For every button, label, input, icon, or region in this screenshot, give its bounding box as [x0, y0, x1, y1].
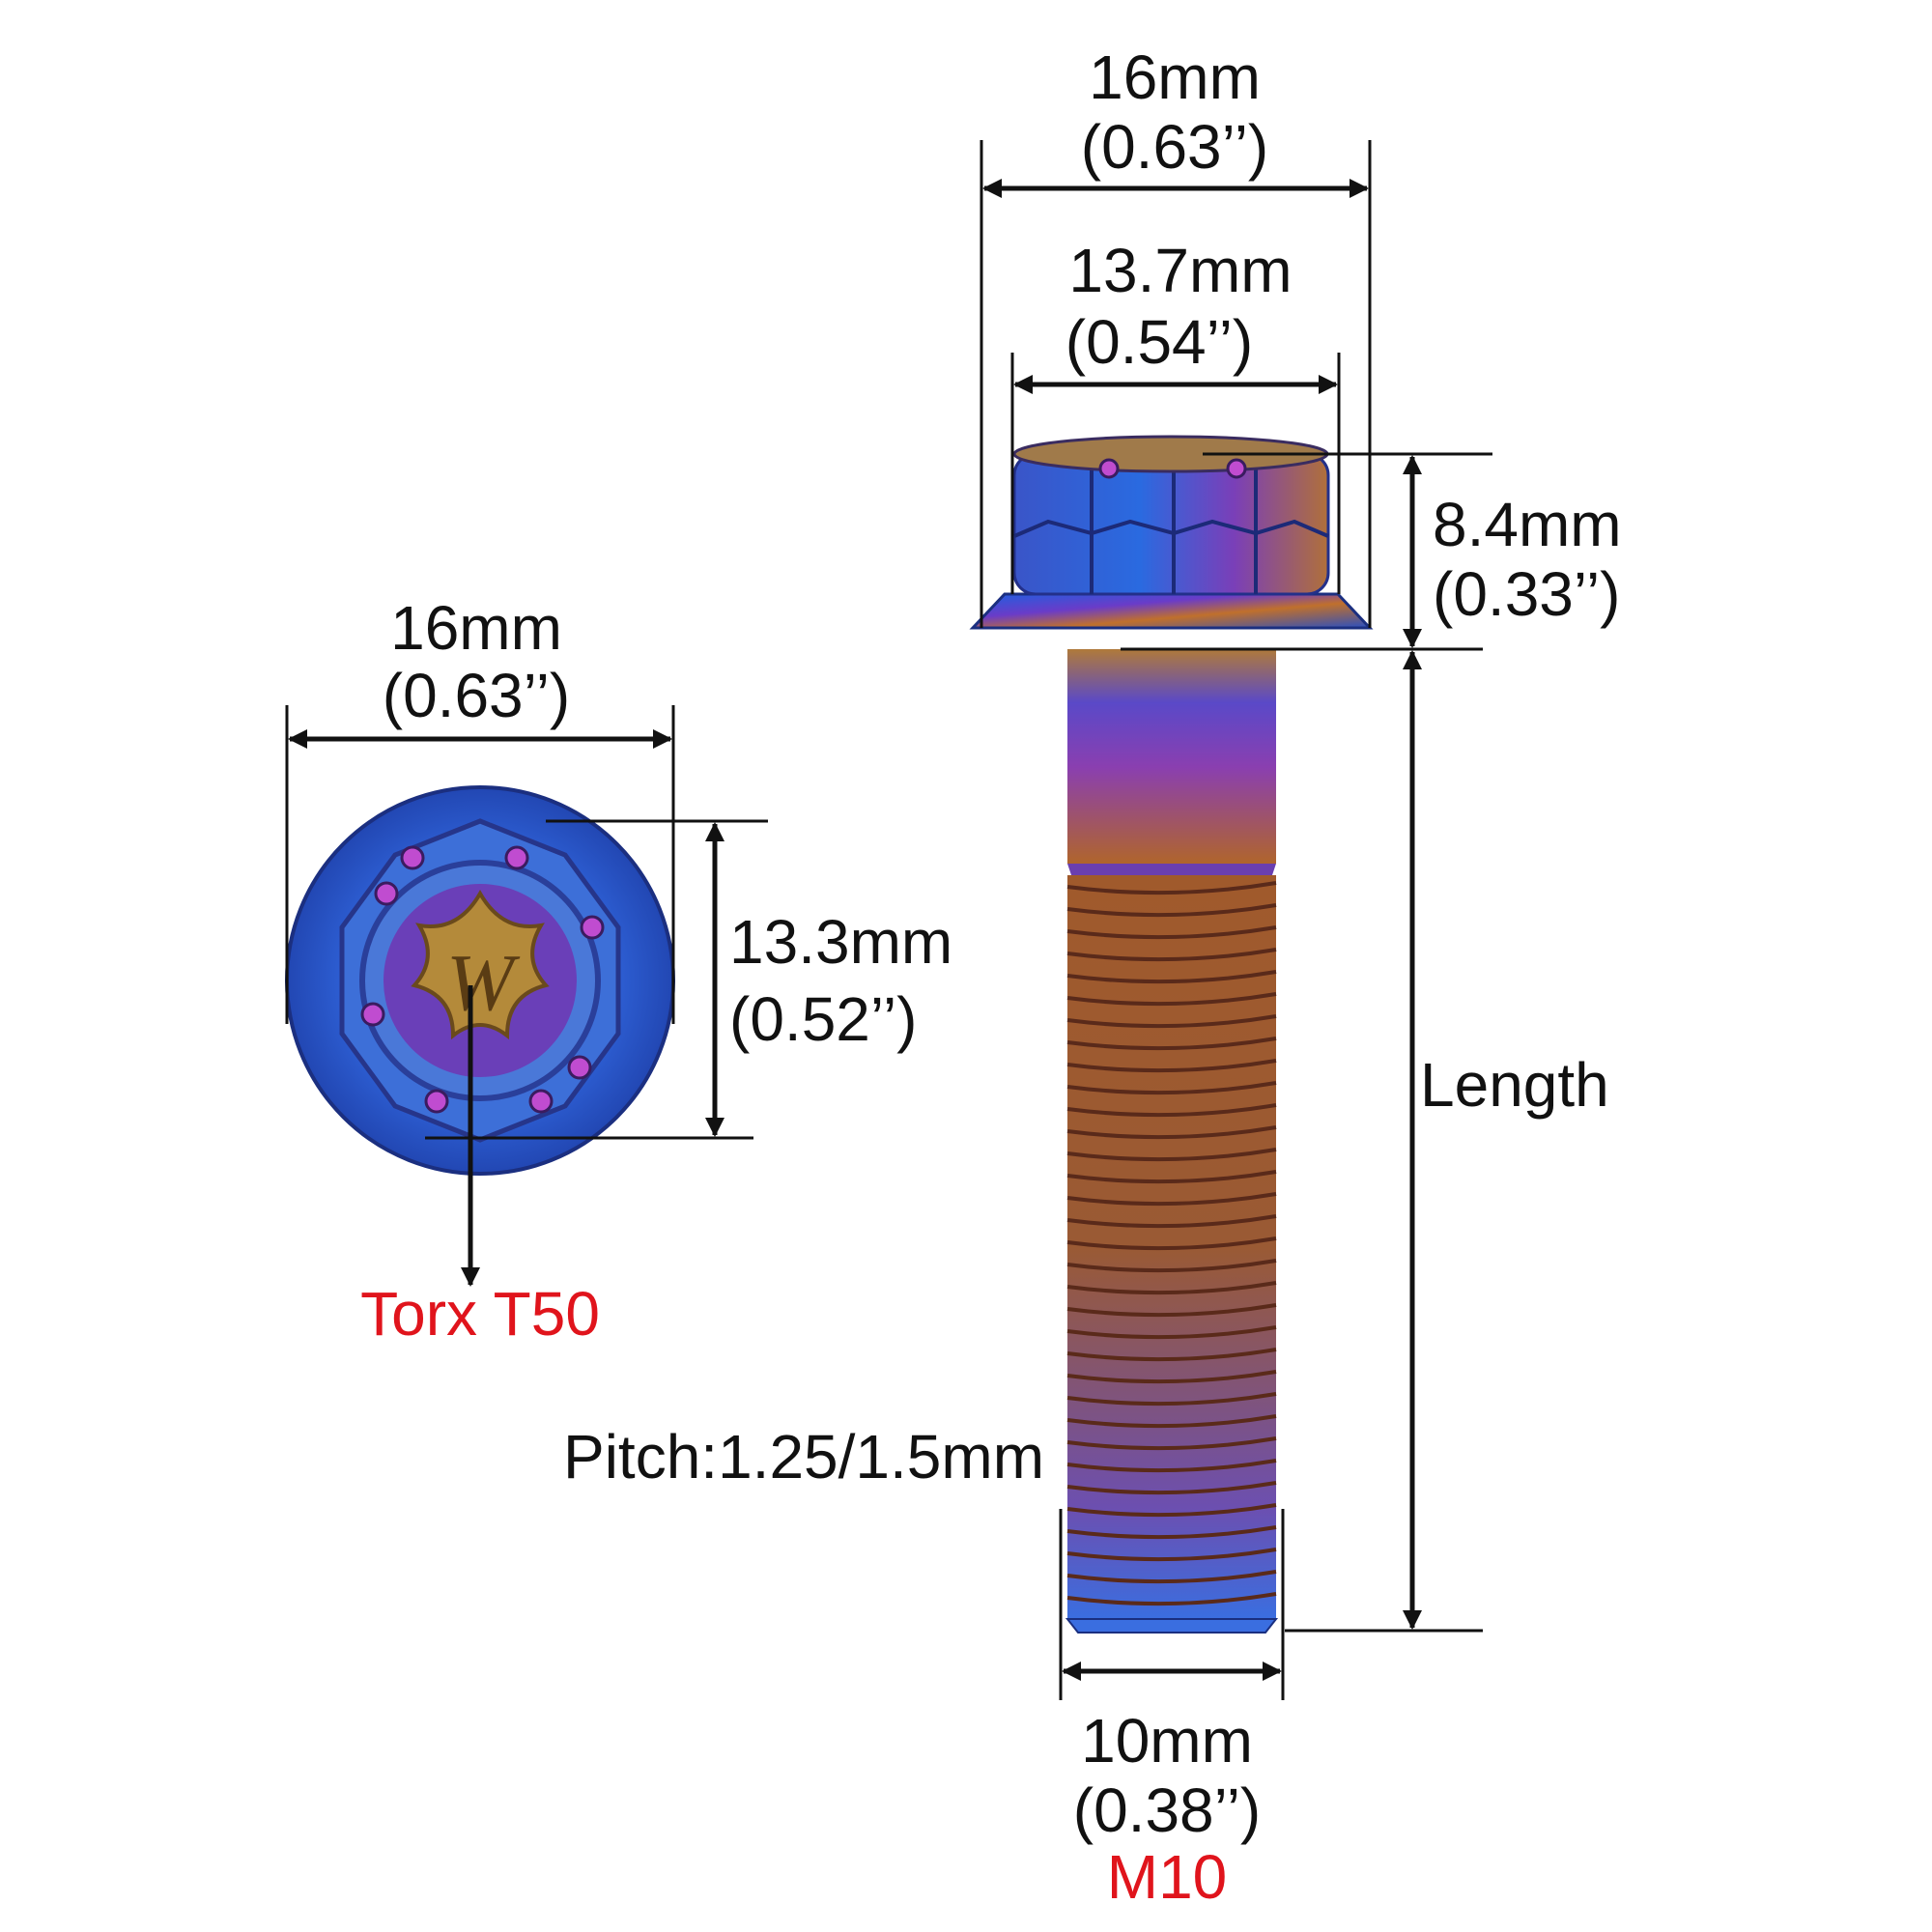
thread-ridge	[1066, 1325, 1277, 1340]
thread-ridge	[1066, 1081, 1277, 1095]
thread-ridge	[1066, 1148, 1277, 1162]
bolt-flange	[969, 592, 1374, 630]
side-flange-diameter-inch: (0.63’’)	[1080, 112, 1269, 182]
thread-ridge	[1066, 1548, 1277, 1562]
thread-ridge	[1066, 1525, 1277, 1540]
side-head-height-mm: 8.4mm	[1433, 490, 1622, 559]
logo-letter: W	[446, 938, 521, 1028]
thread-ridge	[1066, 1236, 1277, 1251]
thread-ridge	[1066, 1392, 1277, 1406]
thread-ridge	[1066, 1059, 1277, 1073]
thread-ridge	[1066, 1503, 1277, 1518]
side-hex-across-inch: (0.54’’)	[1065, 307, 1254, 377]
thread-size-label: M10	[1106, 1842, 1228, 1912]
thread-ridge	[1066, 1348, 1277, 1362]
side-head-height-inch: (0.33’’)	[1433, 559, 1621, 629]
hex-facets	[1013, 464, 1329, 594]
thread-ridge	[1066, 1281, 1277, 1295]
torx-star	[411, 889, 550, 1040]
thread-ridge	[1066, 1192, 1277, 1207]
thread-ridge	[1066, 948, 1277, 962]
side-pitch-label: Pitch:1.25/1.5mm	[563, 1422, 1044, 1492]
thread-ridge	[1066, 1592, 1277, 1606]
side-flange-diameter-mm: 16mm	[1089, 43, 1261, 112]
thread-ridge	[1066, 1125, 1277, 1140]
thread-ridge	[1066, 1459, 1277, 1473]
top-diameter-mm: 16mm	[390, 593, 562, 663]
thread-ridge	[1066, 1259, 1277, 1273]
thread-ridge	[1066, 992, 1277, 1007]
bolt-side-view	[969, 140, 1492, 1700]
thread-ridge	[1066, 925, 1277, 940]
bolt-top-view: W	[285, 705, 768, 1287]
thread-ridge	[1066, 1370, 1277, 1384]
side-rivets	[1098, 458, 1247, 479]
thread-ridge	[1066, 970, 1277, 984]
thread-ridge	[1066, 1570, 1277, 1584]
bolt-shank	[1067, 649, 1276, 864]
thread-ridge	[1066, 1037, 1277, 1051]
head-rivets	[360, 845, 605, 1114]
side-thread-diameter-mm: 10mm	[1081, 1706, 1253, 1776]
thread-ridge	[1066, 1014, 1277, 1029]
thread-ridge	[1066, 1414, 1277, 1429]
thread-ridge	[1066, 1103, 1277, 1118]
side-length-label: Length	[1420, 1050, 1609, 1120]
top-flange-across-inch: (0.52’’)	[729, 984, 918, 1054]
side-hex-across-mm: 13.7mm	[1068, 236, 1293, 305]
thread-ridge	[1066, 1303, 1277, 1318]
thread-ridge	[1066, 1481, 1277, 1495]
top-diameter-inch: (0.63’’)	[382, 661, 571, 730]
torx-drive-label: Torx T50	[360, 1279, 600, 1349]
thread-ridge	[1066, 881, 1277, 895]
thread-ridge	[1066, 1170, 1277, 1184]
top-flange-across-mm: 13.3mm	[729, 907, 953, 977]
thread-ridge	[1066, 1214, 1277, 1229]
thread-lines	[1066, 881, 1277, 1606]
thread-ridge	[1066, 1436, 1277, 1451]
bolt-tip	[1065, 1618, 1279, 1634]
side-thread-diameter-inch: (0.38’’)	[1072, 1776, 1262, 1845]
thread-ridge	[1066, 903, 1277, 918]
